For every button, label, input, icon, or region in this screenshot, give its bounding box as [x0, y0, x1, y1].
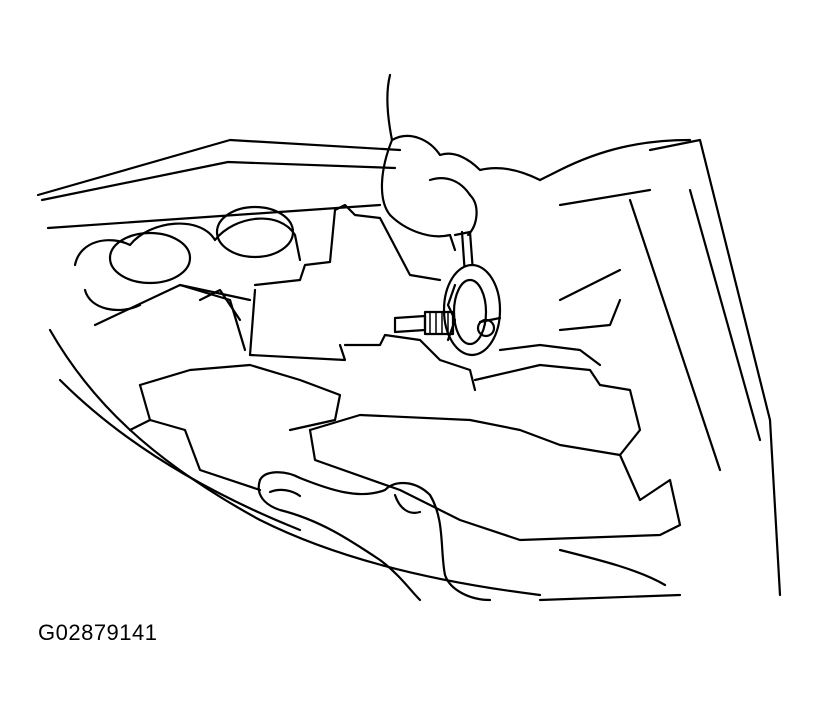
housing-ports: [73, 205, 302, 352]
lower-hand: [257, 471, 667, 602]
spring-tool: [393, 230, 502, 357]
housing-outline: [36, 138, 782, 602]
upper-hand: [380, 73, 692, 252]
valve-body: [128, 203, 682, 542]
figure-code-label: G02879141: [38, 620, 158, 645]
